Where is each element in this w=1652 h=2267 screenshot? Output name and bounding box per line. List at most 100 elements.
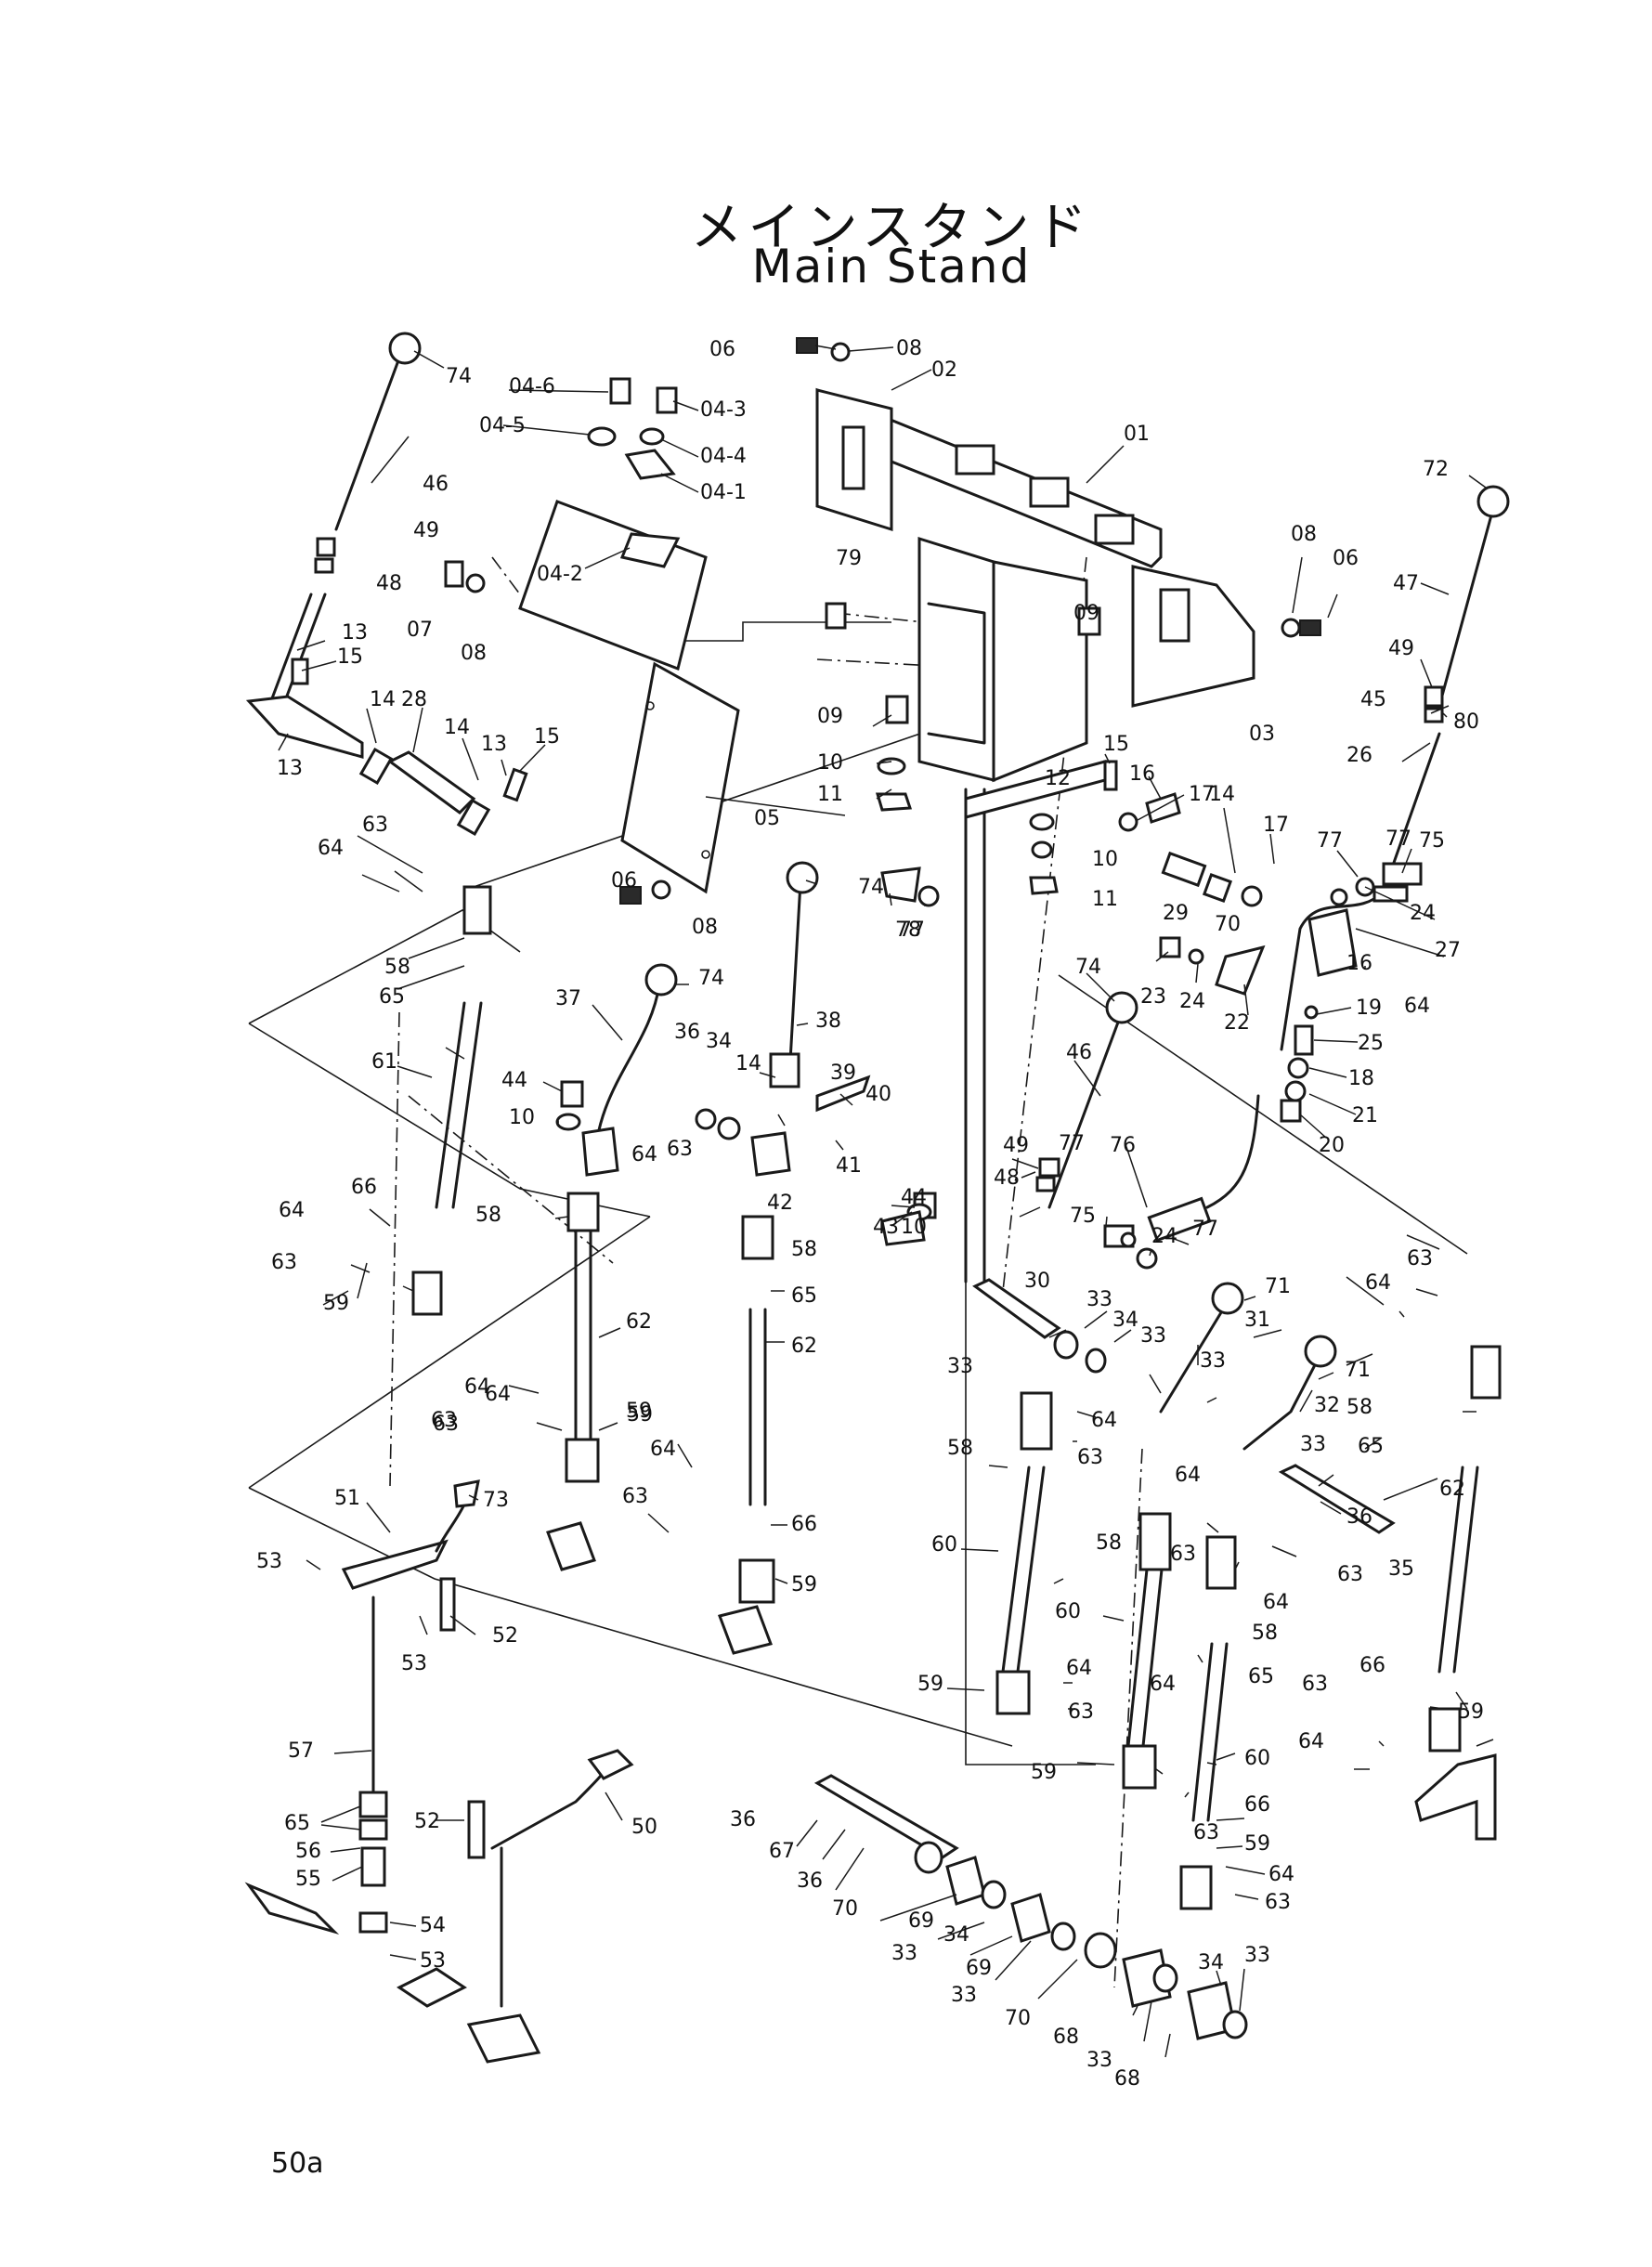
label-36-bottom-a: 36 [730, 1808, 756, 1831]
label-48-center: 48 [994, 1166, 1020, 1190]
lever-32 [1242, 1335, 1337, 1451]
frame-window [927, 602, 986, 745]
label-10-lower: 10 [901, 1216, 927, 1239]
pin-27 [1372, 885, 1409, 903]
bolt-23 [1159, 936, 1181, 958]
rod-60-c [1179, 1535, 1237, 1910]
label-64-g: 64 [1066, 1657, 1092, 1680]
clevis-59-a [565, 1438, 600, 1483]
label-49-right: 49 [1388, 637, 1414, 660]
label-14-b: 14 [444, 716, 470, 739]
bolt-04-3 [656, 386, 678, 414]
rod-62-a [546, 1192, 600, 1571]
label-62-a: 62 [626, 1310, 652, 1334]
label-58-b: 58 [791, 1238, 817, 1261]
label-58-right: 58 [1346, 1396, 1372, 1419]
guide-step [650, 621, 891, 642]
title-english: Main Stand [751, 240, 1032, 293]
label-60-a: 60 [931, 1533, 957, 1557]
panel-05 [620, 661, 740, 894]
shaft-13-assembly [245, 593, 528, 837]
label-59-a: 59 [626, 1400, 652, 1423]
label-08-left: 08 [461, 642, 487, 665]
washer-17-upper [1118, 812, 1138, 832]
label-13-bottom: 13 [277, 757, 303, 780]
label-63-right-lower: 63 [1302, 1673, 1328, 1696]
label-53-mid: 53 [401, 1652, 427, 1675]
lever-38-rod [787, 880, 802, 1079]
label-37: 37 [555, 987, 581, 1010]
label-64-c: 64 [650, 1438, 676, 1461]
hose-line [1205, 1094, 1260, 1209]
spring-52-lower [467, 1800, 486, 1859]
washer-08-top [830, 342, 851, 362]
frame-boss-3 [1094, 514, 1135, 545]
label-33-bottom-d: 33 [1244, 1944, 1270, 1967]
knob-72 [1476, 485, 1510, 518]
bushing-33-b [981, 1880, 1007, 1909]
label-47: 47 [1393, 572, 1419, 595]
label-64-a: 64 [464, 1375, 490, 1399]
label-09-right: 09 [1073, 602, 1099, 625]
phantom-line-f [389, 1011, 400, 1487]
bracket-16-upper [1145, 792, 1181, 824]
label-53-upper: 53 [256, 1550, 282, 1573]
bolt-44-left [560, 1080, 584, 1108]
nut-49-center [1038, 1157, 1060, 1178]
lever-32-rod [1242, 1356, 1320, 1451]
pin-15-left [291, 658, 309, 685]
washer-24-hose [1120, 1231, 1137, 1248]
label-61: 61 [371, 1050, 397, 1074]
label-43: 43 [873, 1216, 899, 1239]
collar-bottom-left [397, 1967, 467, 2008]
label-63-a: 63 [431, 1409, 457, 1432]
clevis-lever-38 [769, 1052, 800, 1088]
label-65-right: 65 [1358, 1435, 1384, 1458]
label-59-b-upper: 59 [627, 1403, 653, 1427]
label-55: 55 [295, 1868, 321, 1891]
label-59-c: 59 [917, 1673, 943, 1696]
label-64-h: 64 [1150, 1673, 1176, 1696]
washer-24-right [1330, 888, 1348, 906]
rod-61-b [451, 1001, 483, 1209]
label-07: 07 [407, 619, 433, 642]
nut-48-left [314, 557, 334, 574]
label-78: 78 [895, 919, 921, 942]
washer-17-lower [1241, 885, 1263, 907]
spring-25 [1294, 1024, 1314, 1056]
label-68-a: 68 [1053, 2026, 1079, 2049]
label-63-e: 63 [1170, 1543, 1196, 1566]
rod-62-right [1414, 1345, 1502, 1841]
label-28: 28 [401, 688, 427, 711]
guide-line-right-lower [965, 1263, 1096, 1765]
shaft-13-upper [267, 593, 313, 708]
label-05: 05 [754, 807, 780, 830]
knob-71-lever-32 [1304, 1335, 1337, 1368]
label-04-3: 04-3 [700, 398, 747, 422]
label-11-center: 11 [817, 783, 843, 806]
label-04-5: 04-5 [479, 414, 526, 437]
block-59-a-lower [546, 1521, 596, 1571]
nut-77-hose [1136, 1247, 1158, 1270]
label-79: 79 [836, 547, 862, 570]
shaft-30-body [972, 1278, 1061, 1339]
label-63-upper-left: 63 [362, 814, 388, 837]
bushing-33-e [1222, 2010, 1248, 2039]
knob-74-lever-37 [644, 963, 678, 997]
label-29: 29 [1163, 902, 1189, 925]
shaft-13-lower [245, 695, 364, 759]
shaft-67-body [813, 1774, 959, 1859]
label-62-b: 62 [791, 1335, 817, 1358]
label-59-right: 59 [1458, 1700, 1484, 1724]
pin-15-right [1103, 760, 1118, 791]
label-75-hose: 75 [1070, 1205, 1096, 1228]
rod-60-a-line [1001, 1466, 1031, 1674]
knob-74-lever-38 [786, 861, 819, 894]
clevis-59-right [1428, 1707, 1462, 1752]
clevis-58-left [462, 885, 492, 935]
label-46-center: 46 [1066, 1041, 1092, 1064]
label-03: 03 [1249, 723, 1275, 746]
page-number: 50a [271, 2147, 324, 2180]
bolt-79 [825, 602, 847, 630]
